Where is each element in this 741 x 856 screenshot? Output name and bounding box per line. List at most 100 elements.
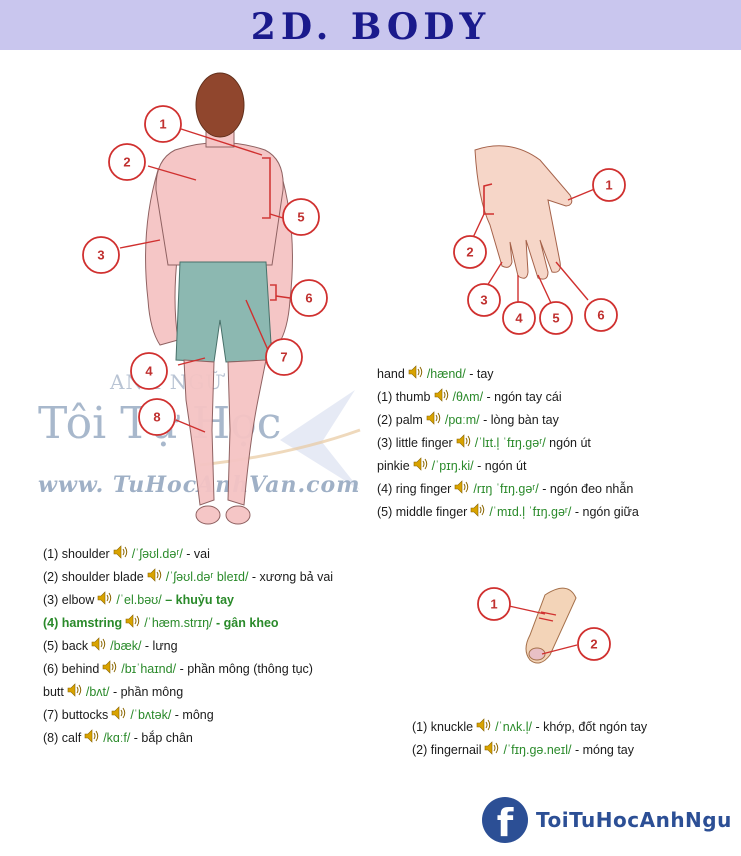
callout-number: 2 — [123, 155, 130, 170]
vocab-row: (7) buttocks/ˈbʌtək/ - mông — [43, 704, 333, 727]
vocab-word: (8) calf — [43, 731, 82, 745]
vocab-ipa: /ˈbʌtək/ — [130, 708, 172, 722]
speaker-icon[interactable] — [94, 591, 116, 607]
callout-number: 4 — [515, 311, 523, 326]
callout-circle — [265, 338, 303, 376]
speaker-icon[interactable] — [453, 434, 475, 450]
vocab-ipa: /bæk/ — [110, 639, 142, 653]
vocab-word: (1) knuckle — [412, 720, 474, 734]
vocab-meaning: - lưng — [144, 639, 178, 653]
vocab-meaning: - bắp chân — [133, 731, 193, 745]
body-callout-lines — [119, 127, 291, 433]
callout-circle — [130, 352, 168, 390]
callout-circle — [82, 236, 120, 274]
callout-number: 5 — [297, 210, 304, 225]
speaker-icon[interactable] — [473, 718, 495, 734]
speaker-icon[interactable] — [108, 706, 130, 722]
vocab-word: (3) little finger — [377, 436, 453, 450]
vocab-word: (3) elbow — [43, 593, 95, 607]
vocab-ipa: /θʌm/ — [452, 390, 484, 404]
speaker-icon[interactable] — [481, 741, 503, 757]
hand-vocab-list: hand/hænd/ - tay(1) thumb/θʌm/ - ngón ta… — [377, 363, 639, 524]
callout-circle — [539, 301, 573, 335]
vocab-word: (2) fingernail — [412, 743, 482, 757]
vocab-row: (4) ring finger/rɪŋ ˈfɪŋ.gəʳ/ - ngón đeo… — [377, 478, 639, 501]
callout-circle — [138, 398, 176, 436]
speaker-icon[interactable] — [99, 660, 121, 676]
speaker-icon[interactable] — [467, 503, 489, 519]
vocab-ipa: /bɪˈhaɪnd/ — [121, 662, 177, 676]
vocab-meaning: – khuỷu tay — [165, 593, 235, 607]
callout-circle — [290, 279, 328, 317]
callout-circle — [282, 198, 320, 236]
speaker-icon[interactable] — [410, 457, 432, 473]
finger-vocab-list: (1) knuckle/ˈnʌk.l̩/ - khớp, đốt ngón ta… — [412, 716, 647, 762]
callout-number: 2 — [590, 637, 597, 652]
speaker-icon[interactable] — [144, 568, 166, 584]
vocab-word: (5) middle finger — [377, 505, 468, 519]
vocab-meaning: - ngón út — [477, 459, 527, 473]
speaker-icon[interactable] — [431, 388, 453, 404]
vocab-ipa: /bʌt/ — [85, 685, 110, 699]
vocab-word: (2) palm — [377, 413, 423, 427]
vocab-word: (1) thumb — [377, 390, 431, 404]
vocab-ipa: /ˈmɪd.l̩ ˈfɪŋ.gəʳ/ — [489, 505, 572, 519]
speaker-icon[interactable] — [451, 480, 473, 496]
vocab-row: pinkie/ˈpɪŋ.ki/ - ngón út — [377, 455, 639, 478]
vocab-row: hand/hænd/ - tay — [377, 363, 639, 386]
vocab-row: (6) behind/bɪˈhaɪnd/ - phần mông (thông … — [43, 658, 333, 681]
vocab-word: hand — [377, 367, 405, 381]
hand-callout-lines — [469, 187, 598, 304]
vocab-ipa: /pɑːm/ — [444, 413, 480, 427]
callout-number: 3 — [480, 293, 487, 308]
vocab-word: (4) hamstring — [43, 616, 123, 630]
vocab-row: (2) shoulder blade/ˈʃəʊl.dəʳ bleɪd/ - xư… — [43, 566, 333, 589]
vocab-row: (3) little finger/ˈlɪt.l̩ ˈfɪŋ.gəʳ/ ngón… — [377, 432, 639, 455]
vocab-word: (5) back — [43, 639, 89, 653]
vocab-ipa: /rɪŋ ˈfɪŋ.gəʳ/ — [473, 482, 539, 496]
speaker-icon[interactable] — [423, 411, 445, 427]
vocab-row: (1) shoulder/ˈʃəʊl.dəʳ/ - vai — [43, 543, 333, 566]
speaker-icon[interactable] — [405, 365, 427, 381]
callout-circle — [577, 627, 611, 661]
callout-number: 4 — [145, 364, 153, 379]
facebook-page-name[interactable]: ToiTuHocAnhNgu — [536, 808, 732, 832]
finger-callout-lines — [508, 605, 578, 655]
speaker-icon[interactable] — [110, 545, 132, 561]
vocab-row: (4) hamstring/ˈhæm.strɪŋ/ - gân kheo — [43, 612, 333, 635]
vocab-row: (1) thumb/θʌm/ - ngón tay cái — [377, 386, 639, 409]
callout-number: 5 — [552, 311, 559, 326]
callout-number: 1 — [159, 117, 166, 132]
vocab-ipa: /hænd/ — [426, 367, 466, 381]
title-banner: 2D. BODY — [0, 0, 741, 50]
vocab-meaning: - khớp, đốt ngón tay — [535, 720, 648, 734]
callout-circle — [453, 235, 487, 269]
callout-circle — [584, 298, 618, 332]
callout-number: 2 — [466, 245, 473, 260]
callout-number: 6 — [597, 308, 604, 323]
callout-number: 1 — [605, 178, 612, 193]
callout-circle — [477, 587, 511, 621]
page-title: 2D. BODY — [250, 6, 491, 48]
vocab-meaning: - phần mông (thông tục) — [179, 662, 313, 676]
vocab-ipa: /ˈhæm.strɪŋ/ — [144, 616, 213, 630]
callout-circle — [144, 105, 182, 143]
vocab-ipa: /ˈʃəʊl.dəʳ/ — [131, 547, 183, 561]
vocab-row: (5) back/bæk/ - lưng — [43, 635, 333, 658]
callout-circle — [108, 143, 146, 181]
vocab-meaning: - vai — [186, 547, 210, 561]
speaker-icon[interactable] — [122, 614, 144, 630]
vocab-ipa: /ˈpɪŋ.ki/ — [431, 459, 474, 473]
speaker-icon[interactable] — [81, 729, 103, 745]
vocab-row: (5) middle finger/ˈmɪd.l̩ ˈfɪŋ.gəʳ/ - ng… — [377, 501, 639, 524]
vocab-meaning: - lòng bàn tay — [483, 413, 559, 427]
vocab-meaning: - ngón giữa — [574, 505, 639, 519]
vocab-meaning: - tay — [469, 367, 494, 381]
body-vocab-list: (1) shoulder/ˈʃəʊl.dəʳ/ - vai(2) shoulde… — [43, 543, 333, 750]
speaker-icon[interactable] — [64, 683, 86, 699]
speaker-icon[interactable] — [88, 637, 110, 653]
vocab-ipa: /ˈfɪŋ.gə.neɪl/ — [503, 743, 572, 757]
facebook-logo-icon[interactable]: f — [482, 797, 528, 845]
vocab-meaning: ngón út — [549, 436, 591, 450]
